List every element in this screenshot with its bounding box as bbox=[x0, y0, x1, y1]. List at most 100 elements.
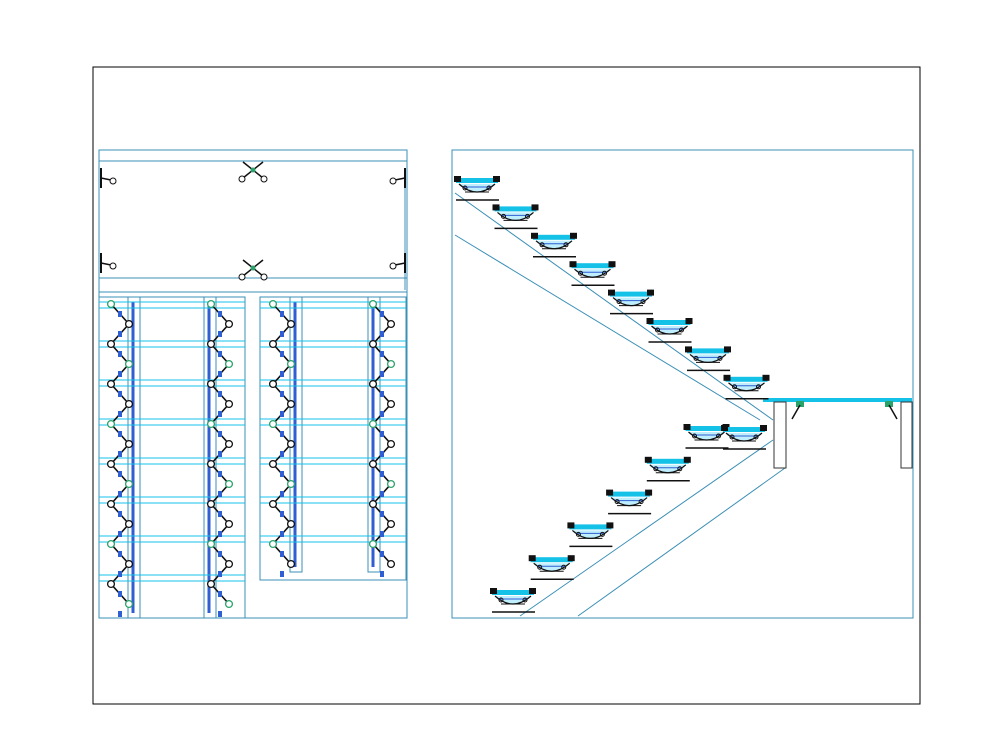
bracket-arm bbox=[791, 404, 801, 420]
tread-glass bbox=[723, 427, 765, 432]
spider-clamp bbox=[380, 311, 384, 317]
spider-clamp bbox=[218, 431, 222, 437]
spider-bolt bbox=[224, 399, 234, 409]
spider-bolt bbox=[206, 499, 216, 509]
tread-bolt bbox=[578, 270, 583, 276]
spider-clamp bbox=[118, 411, 122, 417]
spider-bolt bbox=[124, 439, 134, 449]
tread-cradle bbox=[725, 432, 763, 442]
tread-bolt bbox=[563, 242, 569, 248]
spider-clamp bbox=[280, 351, 284, 357]
spider-clamp bbox=[280, 451, 284, 457]
spider-bolt bbox=[268, 339, 278, 349]
tread-bolt bbox=[599, 531, 605, 537]
tread-glass bbox=[456, 178, 498, 183]
spider-clamp bbox=[218, 331, 222, 337]
spider-clamp bbox=[218, 351, 222, 357]
spider-clamp bbox=[380, 551, 384, 557]
spider-bolt bbox=[224, 439, 234, 449]
lower-step-1 bbox=[490, 588, 536, 613]
spider-bolt bbox=[206, 299, 216, 309]
spider-clamp bbox=[118, 431, 122, 437]
spider-clamp bbox=[118, 351, 122, 357]
upper-step-4 bbox=[569, 261, 616, 286]
tread-bolt bbox=[498, 597, 504, 603]
spider-clamp bbox=[380, 511, 384, 517]
tread-clamp bbox=[569, 261, 577, 268]
lower-stringer-bottom bbox=[577, 467, 786, 617]
tread-clamp bbox=[685, 318, 693, 324]
lower-step-2 bbox=[528, 555, 575, 580]
tread-bolt bbox=[653, 466, 659, 472]
spider-bolt bbox=[224, 599, 234, 609]
upper-step-7 bbox=[685, 346, 731, 372]
spider-clamp bbox=[380, 391, 384, 397]
tread-glass bbox=[646, 458, 689, 464]
tread-bolt bbox=[575, 531, 581, 537]
landing-fit-bl bbox=[100, 253, 117, 273]
spider-bolt bbox=[206, 579, 216, 589]
spider-bolt bbox=[224, 319, 234, 329]
spider-bolt bbox=[224, 519, 234, 529]
spider-bolt bbox=[106, 339, 116, 349]
fit-arm bbox=[100, 262, 112, 266]
spider-clamp bbox=[280, 391, 284, 397]
tread-bolt bbox=[756, 384, 761, 390]
spider-bolt bbox=[106, 539, 116, 549]
spider-bolt bbox=[260, 175, 268, 183]
tread-glass bbox=[610, 291, 652, 297]
spider-bolt bbox=[124, 599, 134, 609]
tread-glass bbox=[569, 524, 612, 530]
tread-clamp bbox=[606, 489, 614, 496]
spider-bolt bbox=[268, 419, 278, 429]
fit-arm bbox=[100, 177, 112, 181]
spider-clamp bbox=[118, 451, 122, 457]
tread-bolt bbox=[677, 466, 683, 472]
tread-glass bbox=[530, 557, 573, 563]
tread-glass bbox=[648, 320, 691, 325]
spider-hub bbox=[250, 265, 256, 271]
lower-step-3 bbox=[567, 522, 614, 548]
tread-glass bbox=[494, 206, 537, 212]
spider-clamp bbox=[280, 311, 284, 317]
spider-clamp bbox=[118, 391, 122, 397]
fit-bolt bbox=[109, 262, 117, 270]
tread-bolt bbox=[486, 185, 492, 191]
tread-bolt bbox=[729, 434, 735, 440]
spider-bolt bbox=[238, 175, 246, 183]
spider-clamp bbox=[218, 551, 222, 557]
upper-step-8 bbox=[723, 374, 770, 400]
plan-view bbox=[98, 149, 408, 619]
section-outline bbox=[451, 149, 914, 619]
spider-clamp bbox=[280, 331, 284, 337]
spider-bolt bbox=[106, 379, 116, 389]
spider-bolt bbox=[124, 559, 134, 569]
spider-bolt bbox=[386, 359, 396, 369]
tread-glass bbox=[687, 348, 729, 354]
tread-bolt bbox=[638, 499, 644, 505]
spider-hub bbox=[250, 167, 256, 173]
landing-spider-top bbox=[238, 161, 268, 183]
tread-bolt bbox=[679, 327, 684, 333]
upper-stringer-top bbox=[454, 192, 774, 421]
tread-clamp bbox=[683, 424, 691, 430]
tread-clamp bbox=[724, 346, 731, 353]
spider-clamp bbox=[380, 451, 384, 457]
spider-bolt bbox=[224, 559, 234, 569]
spider-bolt bbox=[124, 319, 134, 329]
spider-bolt bbox=[368, 299, 378, 309]
lower-step-top bbox=[721, 425, 767, 450]
tread-clamp bbox=[760, 425, 767, 431]
landing-post-left bbox=[773, 401, 787, 469]
tread-clamp bbox=[567, 522, 575, 529]
tread-cradle bbox=[612, 297, 650, 307]
tread-clamp bbox=[529, 588, 536, 594]
bracket-cap bbox=[885, 401, 893, 407]
spider-clamp bbox=[280, 511, 284, 517]
sheet-border bbox=[92, 66, 921, 705]
spider-bolt bbox=[106, 419, 116, 429]
spider-bolt bbox=[224, 479, 234, 489]
spider-bolt bbox=[286, 559, 296, 569]
